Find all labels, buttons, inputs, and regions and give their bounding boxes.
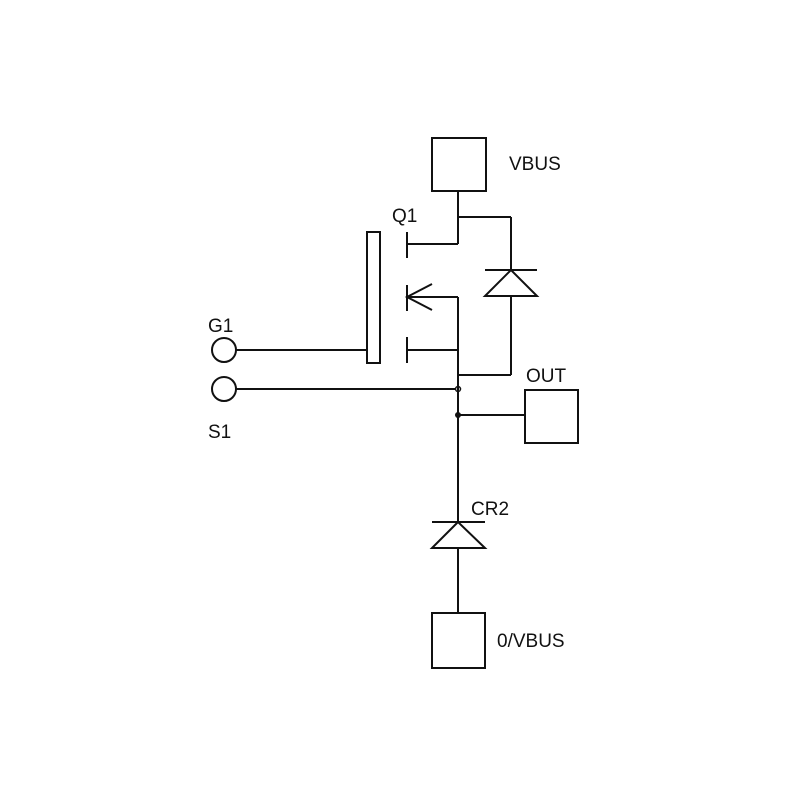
- body-diode: [482, 268, 540, 297]
- q1-gate-plate: [366, 231, 381, 364]
- body-diode-triangle: [482, 268, 540, 297]
- zero-vbus-label: 0/VBUS: [497, 631, 565, 652]
- q1-mosfet: [366, 231, 458, 364]
- out-terminal-box: [524, 389, 579, 444]
- cr2-label: CR2: [471, 499, 509, 520]
- zero-vbus-terminal-box: [431, 612, 486, 669]
- g1-terminal: [211, 337, 237, 363]
- g1-label: G1: [208, 316, 233, 337]
- s1-label: S1: [208, 422, 231, 443]
- q1-label: Q1: [392, 206, 417, 227]
- vbus-terminal-box: [431, 137, 487, 192]
- q1-arrow-icon: [404, 283, 433, 311]
- cr2-triangle: [429, 520, 488, 549]
- cr2-diode: [429, 520, 488, 549]
- s1-terminal: [211, 376, 237, 402]
- s1-junction-dot: [454, 385, 462, 393]
- vbus-label: VBUS: [509, 154, 561, 175]
- out-label: OUT: [526, 366, 567, 387]
